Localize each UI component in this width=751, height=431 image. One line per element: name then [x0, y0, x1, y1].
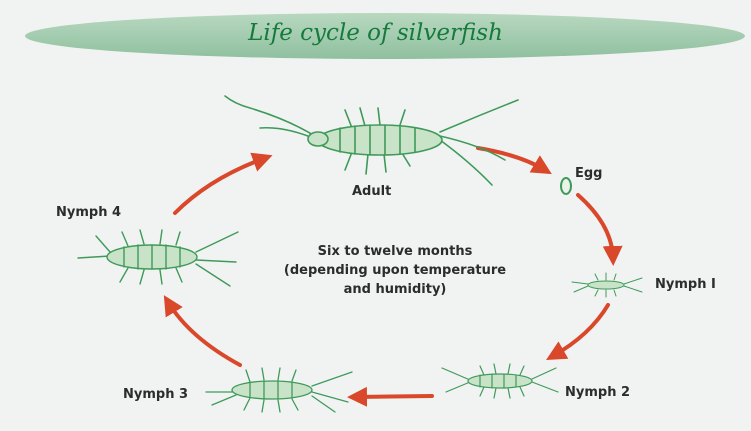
arrow-nymph3-to-nymph4	[168, 302, 240, 365]
duration-note: Six to twelve months (depending upon tem…	[270, 242, 520, 299]
diagram-title: Life cycle of silverfish	[0, 20, 751, 46]
arrow-egg-to-nymph1	[578, 195, 613, 258]
label-nymph2: Nymph 2	[565, 385, 630, 400]
adult-silverfish-icon	[225, 96, 518, 185]
arrow-nymph1-to-nymph2	[553, 305, 608, 356]
label-nymph1: Nymph I	[655, 277, 716, 292]
label-egg: Egg	[575, 166, 603, 181]
label-nymph4: Nymph 4	[56, 205, 121, 220]
nymph3-silverfish-icon	[206, 368, 352, 412]
nymph2-silverfish-icon	[442, 364, 558, 398]
label-adult: Adult	[352, 184, 391, 199]
nymph4-silverfish-icon	[78, 230, 238, 286]
duration-note-line1: Six to twelve months	[270, 242, 520, 261]
arrow-nymph2-to-nymph3	[355, 396, 432, 397]
arrow-nymph4-to-adult	[175, 158, 265, 213]
label-nymph3: Nymph 3	[123, 387, 188, 402]
egg-icon	[561, 178, 571, 194]
nymph1-silverfish-icon	[572, 273, 642, 297]
duration-note-line2: (depending upon temperature	[270, 261, 520, 280]
duration-note-line3: and humidity)	[270, 280, 520, 299]
